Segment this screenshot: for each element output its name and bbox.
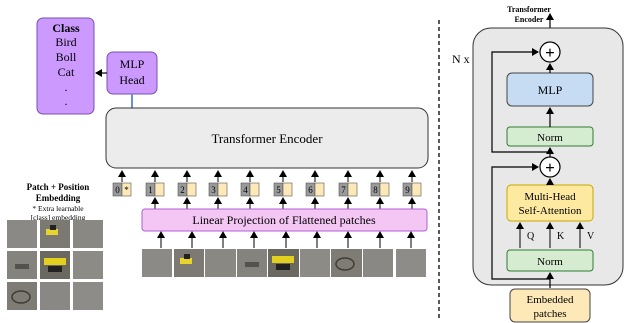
patch-image-3	[205, 249, 236, 277]
linear-projection-box	[141, 208, 428, 232]
patch-embedding-title-2: Embedding	[36, 193, 81, 203]
encoder-norm-bottom-label: Norm	[537, 256, 563, 268]
encoder-title-2: Encoder	[515, 15, 544, 24]
class-item-dot-2: .	[65, 94, 68, 108]
class-item-dot-1: .	[65, 80, 68, 94]
position-number-9: 9	[405, 185, 410, 195]
patch-embedding-note-2: [class] embedding	[31, 213, 86, 222]
patch-image-8	[363, 249, 393, 277]
position-number-7: 7	[341, 185, 346, 195]
embedded-patches-box	[509, 288, 591, 323]
patch-grid	[7, 220, 103, 310]
position-number-6: 6	[308, 185, 313, 195]
encoder-block-bg	[472, 27, 624, 286]
patch-image-1	[142, 249, 172, 277]
class-item-bird: Bird	[55, 35, 76, 49]
position-token-3: 3	[208, 170, 228, 248]
mlp-head-line2: Head	[119, 73, 144, 87]
residual-skip-bottom	[491, 163, 550, 280]
plus-top: +	[545, 43, 555, 62]
residual-skip-top	[491, 48, 550, 153]
attention-line1: Multi-Head	[524, 191, 576, 203]
encoder-title-1: Transformer	[507, 5, 551, 14]
mlp-head-line1: MLP	[120, 57, 145, 71]
position-number-2: 2	[180, 185, 185, 195]
position-number-5: 5	[276, 185, 281, 195]
embedded-line2: patches	[534, 308, 567, 320]
position-token-8: 8	[370, 170, 390, 248]
class-item-boll: Boll	[56, 50, 77, 64]
patch-image-9	[396, 249, 426, 277]
position-number-1: 1	[148, 185, 153, 195]
patch-images	[142, 249, 426, 277]
encoder-norm-top-label: Norm	[537, 132, 563, 144]
patch-embedding-title-1: Patch + Position	[27, 182, 90, 192]
position-token-1: 1	[145, 170, 165, 248]
class-title: Class	[52, 21, 80, 35]
qkv-v: V	[587, 231, 595, 242]
qkv-q: Q	[527, 231, 535, 242]
qkv-k: K	[557, 231, 565, 242]
class-output-box	[36, 17, 95, 115]
class-token-star-box	[121, 182, 132, 197]
class-token-star: *	[124, 185, 129, 195]
patch-image-6	[300, 249, 330, 277]
embedded-line1: Embedded	[526, 294, 574, 306]
repeat-label: N x	[452, 52, 470, 66]
transformer-encoder-label: Transformer Encoder	[211, 131, 323, 146]
position-number-8: 8	[373, 185, 378, 195]
class-token-number: 0	[115, 185, 120, 195]
patch-embedding-note-1: * Extra learnable	[32, 204, 84, 213]
encoder-norm-bottom	[506, 249, 594, 272]
plus-mid: +	[545, 158, 555, 177]
position-number-4: 4	[243, 185, 248, 195]
position-number-3: 3	[211, 185, 216, 195]
encoder-mlp-label: MLP	[538, 83, 563, 97]
class-item-cat: Cat	[58, 65, 75, 79]
attention-line2: Self-Attention	[519, 205, 582, 217]
linear-projection-label: Linear Projection of Flattened patches	[192, 213, 376, 227]
transformer-encoder-box	[105, 107, 429, 169]
residual-add-top	[539, 41, 561, 63]
